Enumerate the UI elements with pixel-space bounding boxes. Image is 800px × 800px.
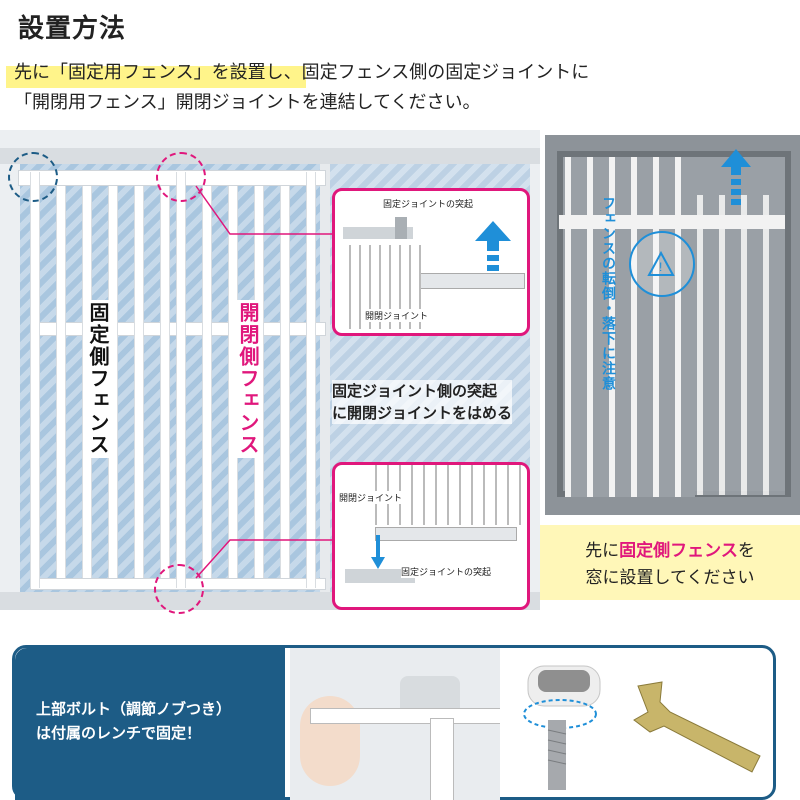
wrench-icon — [633, 681, 761, 773]
warning-icon: ! — [629, 231, 695, 297]
fence-bar — [56, 186, 66, 578]
up-arrow-icon — [721, 149, 751, 205]
page-title: 設置方法 — [18, 14, 127, 44]
note-emphasis: 固定側フェンス — [619, 541, 738, 561]
top-callout-joint-label: 開閉ジョイント — [365, 309, 429, 322]
bolt-instruction-text: 上部ボルト（調節ノブつき） は付属のレンチで固定！ — [36, 700, 232, 742]
fence-bar — [202, 186, 212, 578]
note-box — [540, 525, 800, 600]
window-frame-top — [0, 148, 540, 164]
svg-text:!: ! — [659, 260, 662, 274]
intro-highlight — [6, 66, 306, 88]
note-line-2: 窓に設置してください — [585, 568, 755, 588]
fence-bar — [30, 172, 40, 588]
instruction-text: 固定ジョイント側の突起 に開閉ジョイントをはめる — [332, 380, 513, 424]
right-photo: ! — [545, 135, 800, 515]
bottom-joint-marker — [154, 564, 204, 614]
fence-top-bar — [310, 708, 500, 724]
note-pre: 先に — [585, 541, 620, 561]
joint-protrusion — [395, 217, 407, 239]
warning-text: フェンスの転倒・落下に注意 — [600, 196, 616, 391]
window-mullion — [320, 164, 332, 592]
bolt-photo — [290, 648, 500, 800]
fixed-joint-marker — [8, 152, 58, 202]
fixed-fence-label: 固定側フェンス — [84, 300, 113, 458]
fence-bar — [306, 172, 316, 588]
bottom-callout-title: 固定ジョイントの突起 — [401, 565, 492, 578]
open-fence-label: 開閉側フェンス — [234, 300, 263, 458]
bottom-callout-joint-label: 開閉ジョイント — [339, 491, 403, 504]
intro-line-2: 「開閉用フェンス」開閉ジョイントを連結してください。 — [14, 92, 481, 113]
fence-bar — [160, 186, 170, 578]
top-callout-title: 固定ジョイントの突起 — [383, 197, 474, 210]
note-text: 先に固定側フェンスを 窓に設置してください — [560, 538, 780, 592]
bolt-knob-icon — [523, 665, 601, 790]
fence-post — [430, 718, 454, 800]
down-arrow-icon — [371, 535, 385, 569]
right-fence-tilted — [675, 195, 785, 495]
connector-lines — [195, 185, 334, 579]
right-fence-rail — [559, 215, 785, 229]
top-joint-callout: 固定ジョイントの突起 開閉ジョイント — [332, 188, 530, 336]
bottom-joint-callout: 開閉ジョイント 固定ジョイントの突起 — [332, 462, 530, 610]
intro-text: 先に「固定用フェンス」を設置し、固定フェンス側の固定ジョイントに 「開閉用フェン… — [14, 58, 589, 118]
window-glass-left — [20, 164, 320, 592]
fence-bar — [176, 172, 186, 588]
note-post: を — [737, 541, 755, 561]
fixed-joint-part — [345, 569, 415, 583]
right-fence — [565, 157, 695, 497]
intro-line-1: 先に「固定用フェンス」を設置し、固定フェンス側の固定ジョイントに — [14, 62, 590, 83]
top-joint-marker — [156, 152, 206, 202]
open-joint-part — [375, 527, 517, 541]
bottom-panel-label-bg — [15, 648, 285, 800]
up-arrow-icon — [475, 221, 511, 271]
fence-bar — [134, 186, 144, 578]
fence-bar — [280, 186, 290, 578]
